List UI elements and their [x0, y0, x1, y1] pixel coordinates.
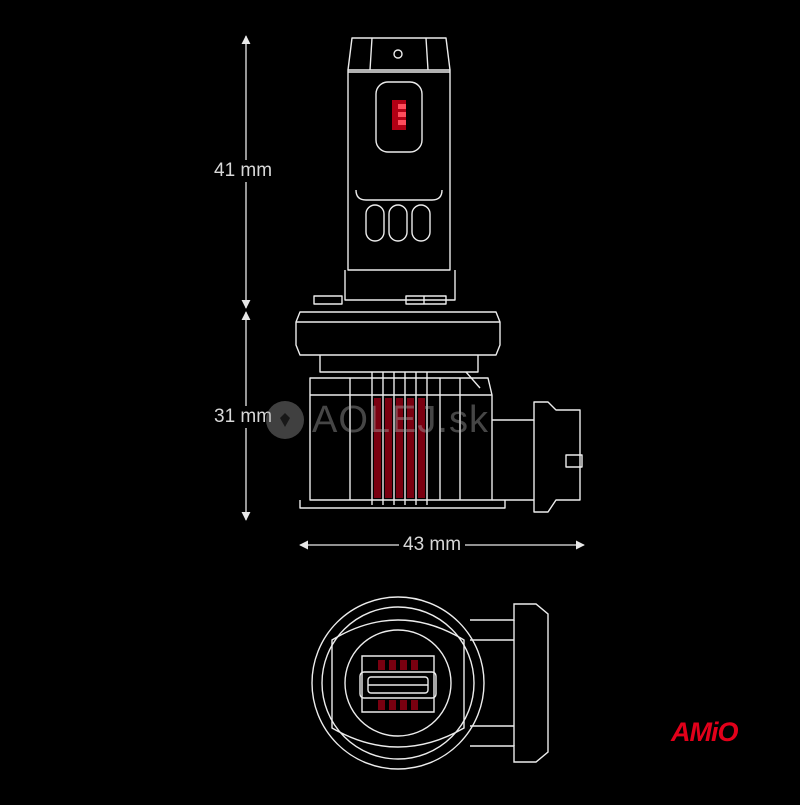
bottom-led-block	[359, 671, 437, 699]
bulb-body	[309, 377, 493, 501]
bottom-led-stripes	[378, 660, 418, 710]
bulb-vents	[355, 189, 443, 201]
bulb-bottom-view	[311, 596, 549, 770]
bottom-outer-ring	[311, 596, 485, 770]
led-window	[375, 81, 423, 153]
bulb-base-neck	[319, 355, 479, 373]
bottom-connector	[470, 603, 549, 763]
bottom-inner-ring	[344, 629, 452, 737]
watermark-text: AOLEJ.sk	[312, 398, 489, 441]
dim-label-41mm: 41 mm	[210, 160, 277, 182]
dim-label-31mm: 31 mm	[210, 406, 277, 428]
bulb-top-cap	[347, 37, 451, 71]
amio-logo-icon: AMiO	[670, 717, 739, 747]
bulb-head	[347, 69, 451, 271]
brand-logo: AMiO	[669, 716, 769, 751]
bottom-bayonet	[331, 619, 465, 748]
watermark: AOLEJ.sk	[266, 398, 489, 442]
dim-label-43mm: 43 mm	[399, 534, 466, 556]
bulb-connector	[492, 401, 581, 513]
watermark-badge-icon	[266, 401, 304, 439]
led-stripes	[374, 398, 425, 498]
bulb-neck	[344, 270, 456, 301]
bulb-side-view	[295, 37, 583, 513]
bulb-flange	[295, 311, 501, 356]
brand-logo-text: AMiO	[670, 717, 738, 746]
